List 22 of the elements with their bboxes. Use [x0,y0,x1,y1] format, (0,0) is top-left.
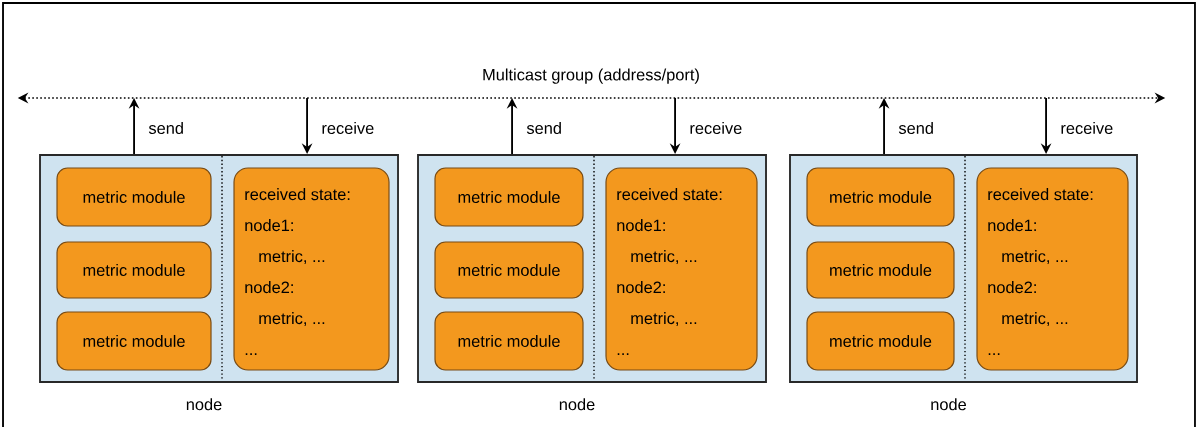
module-box: metric module [434,241,584,299]
module-box: metric module [56,311,212,371]
bus-label: Multicast group (address/port) [483,68,699,84]
module-box: metric module [806,311,955,371]
module-box: metric module [434,311,584,371]
state-box: received state: node1: metric, ... node2: metric, ... ... [233,167,390,371]
edge-label: receive [322,121,374,134]
module-box: metric module [56,167,212,227]
edge-label: receive [1061,121,1113,134]
module-box: metric module [434,167,584,227]
state-box: received state: node1: metric, ... node2: metric, ... ... [605,167,758,371]
node-label: node [931,398,967,411]
node-label: node [186,398,222,411]
edge-label: send [148,121,183,134]
edge-label: receive [690,121,742,134]
edge-label: send [526,121,561,134]
edge-label: send [898,121,933,134]
module-box: metric module [806,167,955,227]
module-box: metric module [56,241,212,299]
module-box: metric module [806,241,955,299]
node-label: node [559,398,595,411]
state-box: received state: node1: metric, ... node2: metric, ... ... [976,167,1129,371]
